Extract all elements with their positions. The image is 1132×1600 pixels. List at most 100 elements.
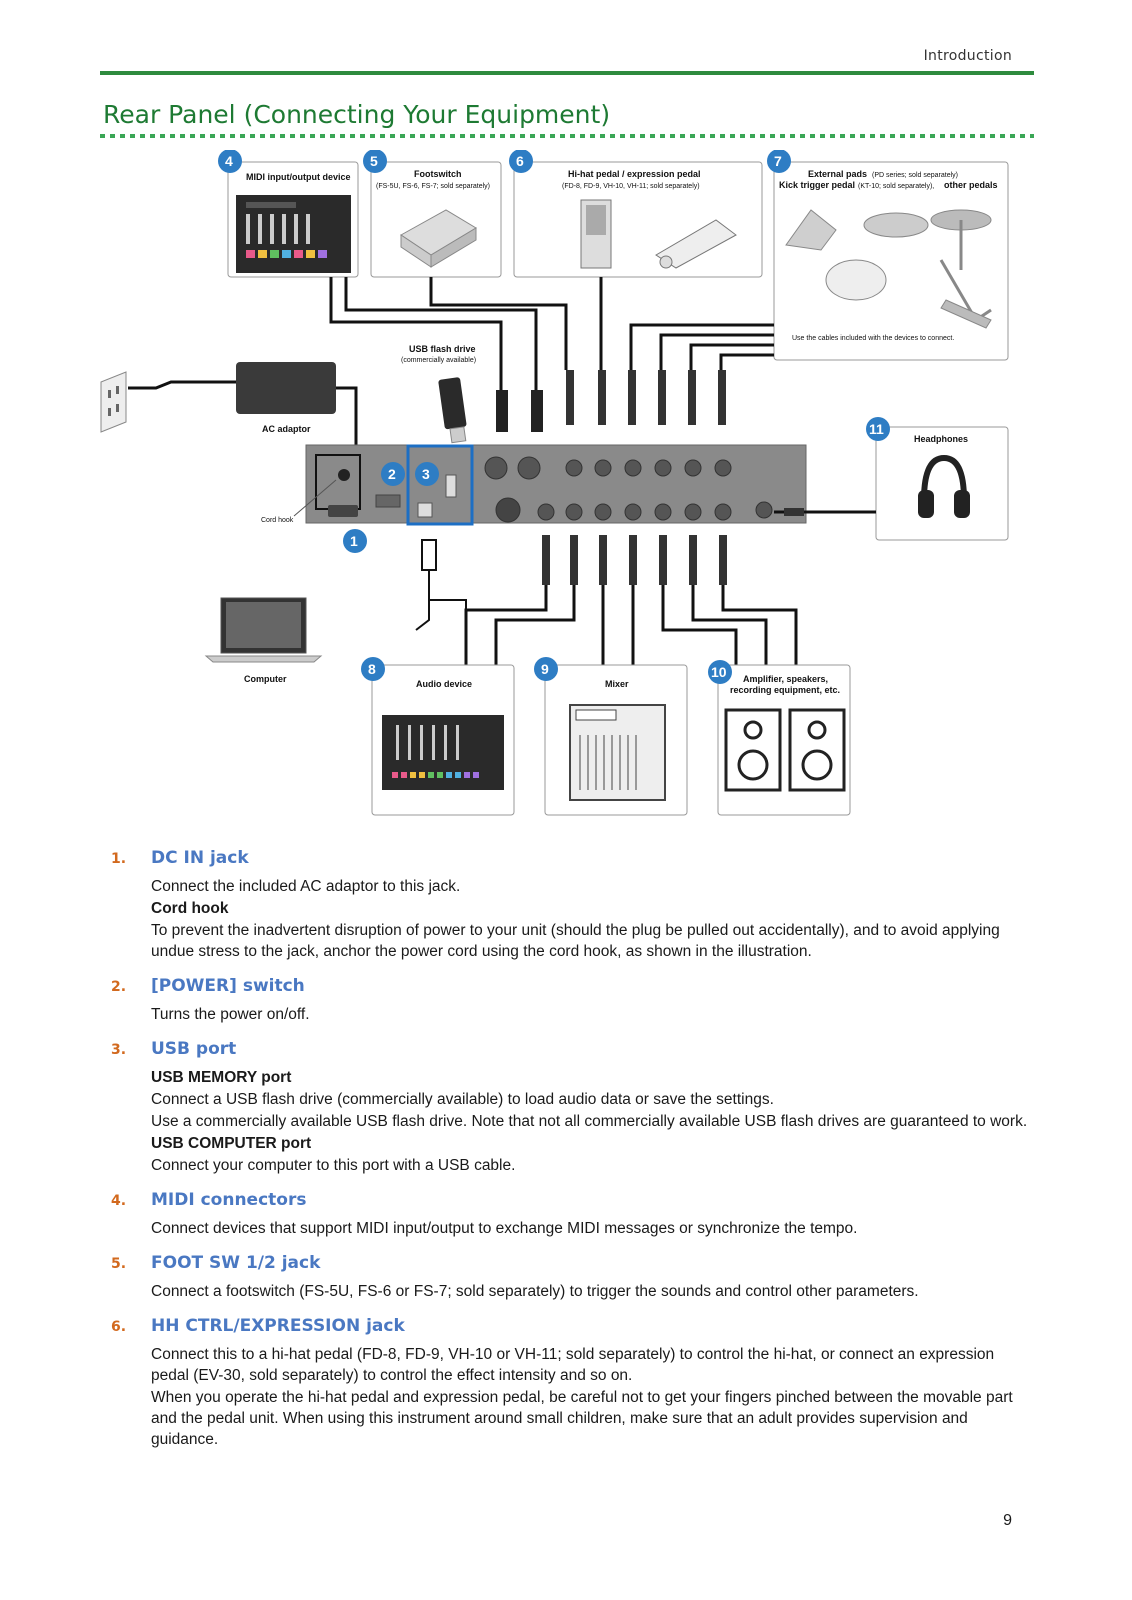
item-number: 3. xyxy=(111,1042,127,1058)
item-title: [POWER] switch xyxy=(151,976,305,996)
item-paragraph: Connect your computer to this port with … xyxy=(151,1157,516,1174)
wall-outlet xyxy=(100,371,127,433)
computer-label: Computer xyxy=(244,674,287,684)
external-pads-box xyxy=(773,161,1009,361)
page-number: 9 xyxy=(1003,1512,1012,1529)
external-pads-illustration xyxy=(785,209,992,329)
usb-flash-note: (commercially available) xyxy=(401,357,476,364)
jack-plugs-bottom xyxy=(542,535,727,585)
usb-flash-drive-illustration xyxy=(438,377,467,444)
mixer-illustration xyxy=(569,704,666,801)
hihat-pedal-illustration xyxy=(580,199,737,269)
item-body: Connect devices that support MIDI input/… xyxy=(151,1218,1031,1239)
midi-plugs xyxy=(496,390,543,432)
item-title: FOOT SW 1/2 jack xyxy=(151,1253,321,1273)
ac-adaptor-illustration xyxy=(236,362,336,414)
svg-text:9: 9 xyxy=(541,661,549,677)
external-pads-note: (PD series; sold separately) xyxy=(872,172,958,179)
computer-illustration xyxy=(204,597,323,663)
hihat-label: Hi-hat pedal / expression pedal xyxy=(568,169,701,179)
cables-note: Use the cables included with the devices… xyxy=(792,335,954,342)
usb-flash-label: USB flash drive xyxy=(409,344,476,354)
svg-text:5: 5 xyxy=(370,153,378,169)
audio-device-label: Audio device xyxy=(416,679,472,689)
item-heading: 4. MIDI connectors xyxy=(111,1190,1031,1210)
midi-device-label: MIDI input/output device xyxy=(246,172,351,182)
page-title: Rear Panel (Connecting Your Equipment) xyxy=(103,100,611,129)
item-paragraph: Connect a footswitch (FS-5U, FS-6 or FS-… xyxy=(151,1283,919,1300)
footswitch-label: Footswitch xyxy=(414,169,462,179)
svg-text:1: 1 xyxy=(350,533,358,549)
item-subheading: Cord hook xyxy=(151,900,229,917)
badge-10: 10 xyxy=(708,660,732,684)
svg-text:7: 7 xyxy=(774,153,782,169)
item-paragraph: Connect a USB flash drive (commercially … xyxy=(151,1091,774,1108)
item-paragraph: Connect this to a hi-hat pedal (FD-8, FD… xyxy=(151,1346,995,1384)
header-rule xyxy=(100,71,1034,75)
rear-panel-diagram: MIDI input/output device Footswitch (FS-… xyxy=(96,150,1036,840)
item-title: MIDI connectors xyxy=(151,1190,307,1210)
item-body: Connect a footswitch (FS-5U, FS-6 or FS-… xyxy=(151,1281,1031,1302)
badge-3: 3 xyxy=(415,462,439,486)
item-paragraph: Connect the included AC adaptor to this … xyxy=(151,878,461,895)
amplifier-label: Amplifier, speakers, xyxy=(743,674,828,684)
item-number: 6. xyxy=(111,1319,127,1335)
other-pedals-label: other pedals xyxy=(944,180,998,190)
cord-hook-label: Cord hook xyxy=(261,517,294,524)
item-number: 5. xyxy=(111,1256,127,1272)
item-paragraph: To prevent the inadvertent disruption of… xyxy=(151,922,1000,960)
item-title: DC IN jack xyxy=(151,848,249,868)
item-title: HH CTRL/EXPRESSION jack xyxy=(151,1316,405,1336)
item-paragraph: When you operate the hi-hat pedal and ex… xyxy=(151,1389,1013,1448)
speakers-illustration xyxy=(724,708,846,792)
item-paragraph: Use a commercially available USB flash d… xyxy=(151,1113,1028,1130)
footswitch-illustration xyxy=(400,209,477,268)
item-subheading: USB COMPUTER port xyxy=(151,1135,312,1152)
badge-2: 2 xyxy=(381,462,405,486)
item-number: 2. xyxy=(111,979,127,995)
svg-text:2: 2 xyxy=(388,466,396,482)
item-number: 1. xyxy=(111,851,127,867)
item-number: 4. xyxy=(111,1193,127,1209)
mixer-label: Mixer xyxy=(605,679,629,689)
headphones-box xyxy=(875,426,1009,541)
badge-4: 4 xyxy=(218,150,242,173)
item-subheading: USB MEMORY port xyxy=(151,1069,292,1086)
item-paragraph: Connect devices that support MIDI input/… xyxy=(151,1220,858,1237)
footswitch-note: (FS-5U, FS-6, FS-7; sold separately) xyxy=(376,183,490,190)
item-heading: 2. [POWER] switch xyxy=(111,976,1031,996)
svg-text:3: 3 xyxy=(422,466,430,482)
usb-port-highlight xyxy=(406,444,474,526)
badge-8: 8 xyxy=(361,657,385,681)
svg-text:10: 10 xyxy=(711,664,727,680)
headphones-label: Headphones xyxy=(914,434,968,444)
hihat-pedal-box xyxy=(513,161,763,278)
callout-badges: 4 5 6 7 11 2 3 1 8 9 10 xyxy=(218,150,890,684)
item-heading: 6. HH CTRL/EXPRESSION jack xyxy=(111,1316,1031,1336)
badge-11: 11 xyxy=(866,417,890,441)
kick-trigger-label: Kick trigger pedal xyxy=(779,180,855,190)
headphones-illustration xyxy=(918,454,970,518)
badge-7: 7 xyxy=(767,150,791,173)
svg-text:11: 11 xyxy=(869,421,884,437)
badge-1: 1 xyxy=(343,529,367,553)
jack-plugs-top xyxy=(566,370,726,425)
kick-trigger-note: (KT-10; sold separately), xyxy=(858,183,934,190)
section-header: Introduction xyxy=(923,48,1012,64)
badge-5: 5 xyxy=(363,150,387,173)
svg-text:4: 4 xyxy=(225,153,233,169)
item-paragraph: Turns the power on/off. xyxy=(151,1006,310,1023)
badge-6: 6 xyxy=(509,150,533,173)
item-body: Connect this to a hi-hat pedal (FD-8, FD… xyxy=(151,1344,1031,1450)
hihat-note: (FD-8, FD-9, VH-10, VH-11; sold separate… xyxy=(562,183,700,190)
audio-device-illustration xyxy=(382,715,504,790)
ac-adaptor-label: AC adaptor xyxy=(262,424,311,434)
item-heading: 3.USB port xyxy=(111,1039,1031,1059)
